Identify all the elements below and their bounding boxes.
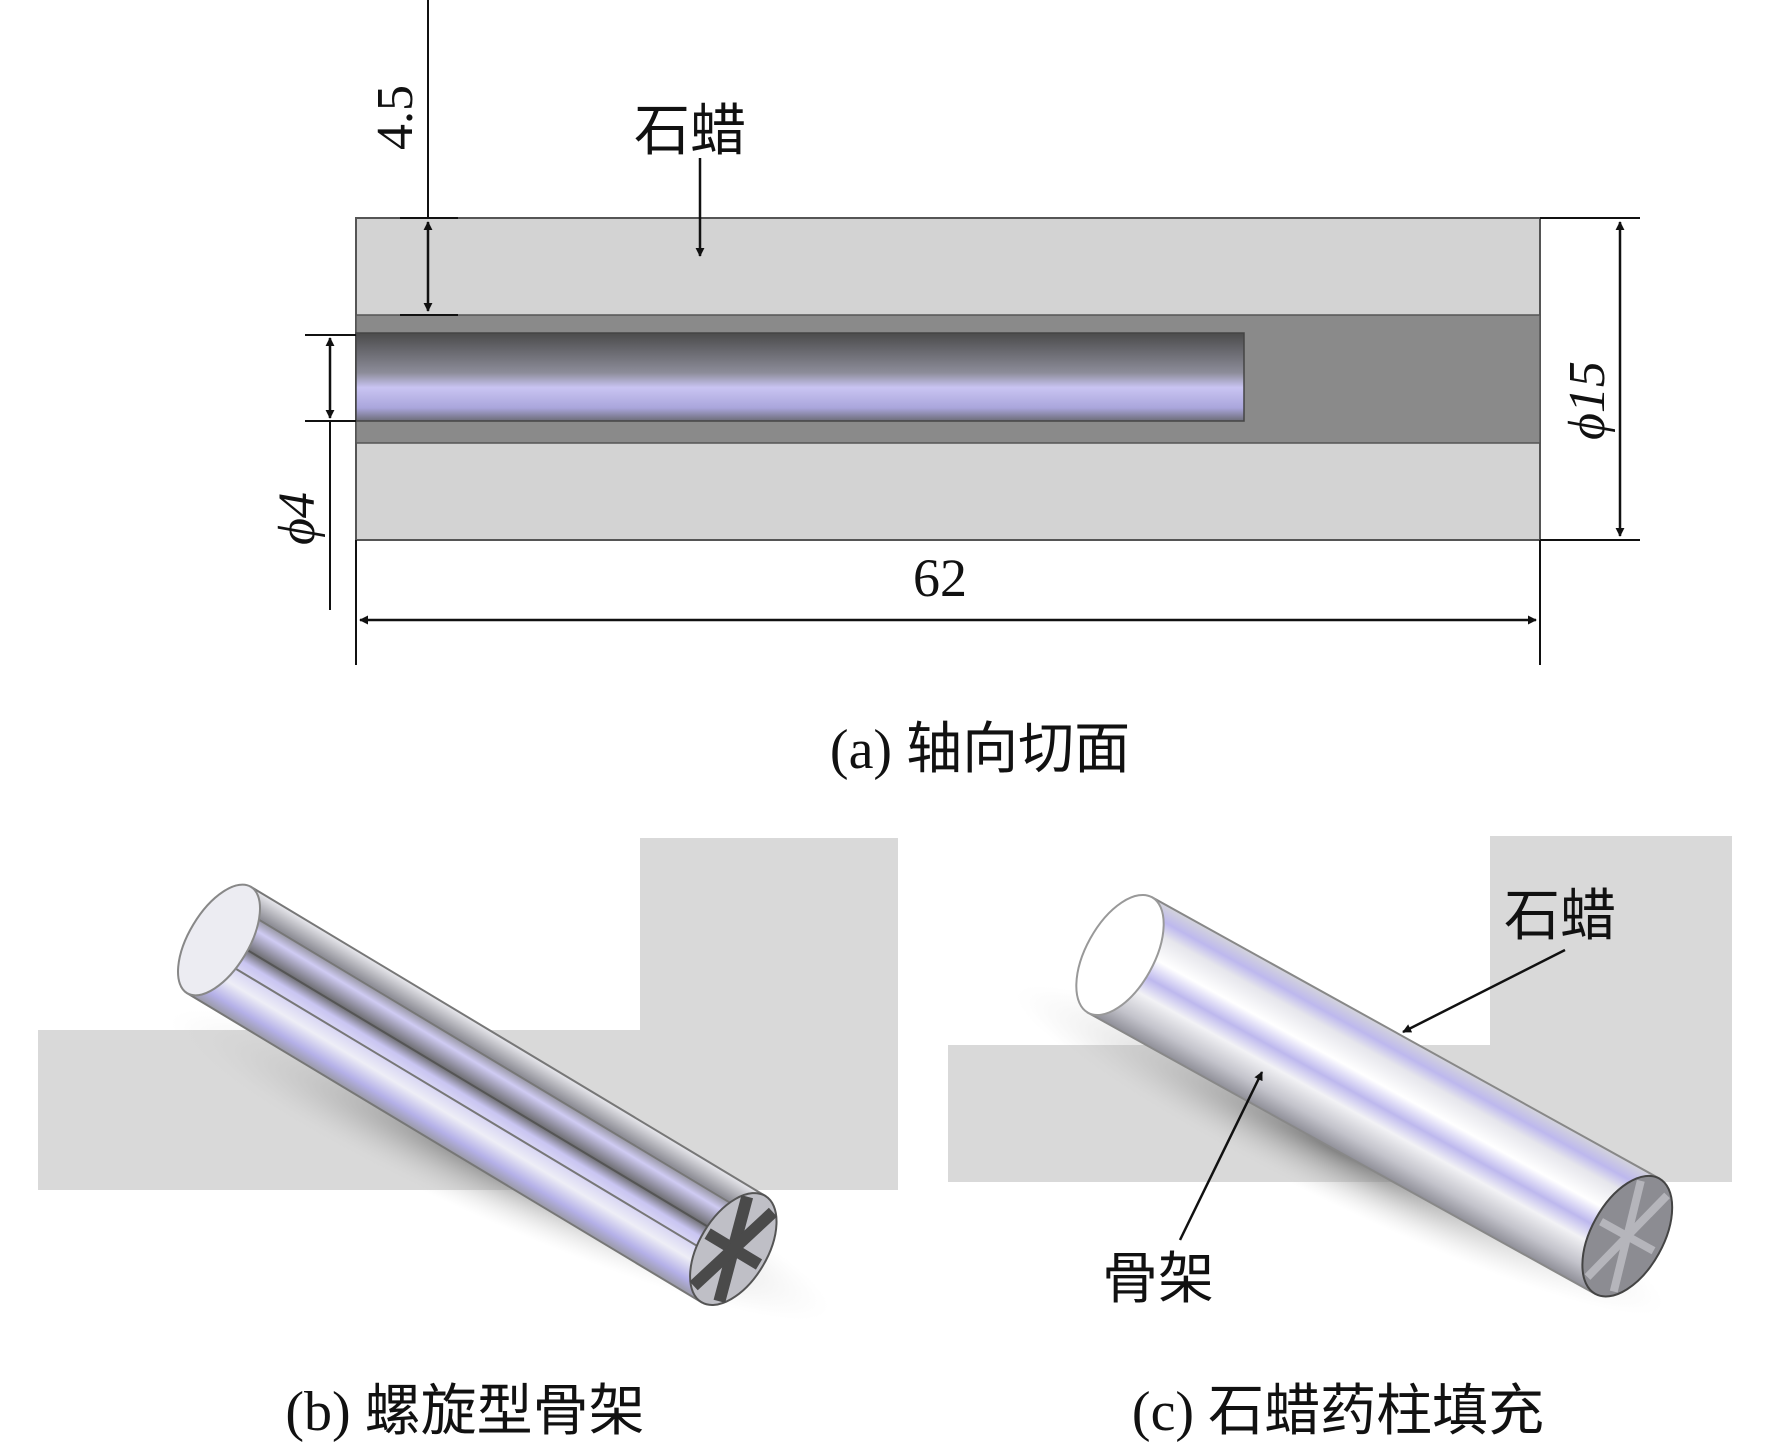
ground-plane-b: [38, 838, 898, 1190]
grain-star-end: [1584, 1179, 1670, 1293]
panel-c-filled-grain: 石蜡 骨架 (c) 石蜡药柱填充: [948, 836, 1732, 1443]
bore-channel: [355, 332, 1245, 422]
skeleton-rib: [238, 906, 754, 1218]
skeleton-pointer-c: [1178, 1071, 1264, 1241]
wax-pointer-c: [1402, 948, 1566, 1034]
dim-len-label: 62: [913, 548, 967, 608]
dim-bore-label: ϕ4: [269, 492, 326, 545]
dim-top-label: 4.5: [367, 85, 424, 150]
caption-b: (b) 螺旋型骨架: [285, 1381, 644, 1443]
skeleton-star-end: [689, 1195, 778, 1303]
panel-a-axial-section: 4.5 石蜡 ϕ4 ϕ15 62 (a) 轴向切面: [269, 0, 1640, 781]
caption-a: (a) 轴向切面: [830, 719, 1130, 781]
grain-back-end: [1075, 893, 1165, 1017]
skeleton-rib: [210, 952, 726, 1264]
skeleton-back-end: [177, 883, 261, 997]
skeleton-rib: [221, 933, 737, 1245]
wax-label-c: 石蜡: [1504, 884, 1616, 949]
wax-label-a: 石蜡: [634, 99, 746, 164]
skeleton-label-c: 骨架: [1102, 1247, 1214, 1312]
dim-dia-label: ϕ15: [1559, 361, 1616, 440]
panel-b-skeleton: (b) 螺旋型骨架: [38, 838, 898, 1443]
caption-c: (c) 石蜡药柱填充: [1132, 1381, 1544, 1443]
